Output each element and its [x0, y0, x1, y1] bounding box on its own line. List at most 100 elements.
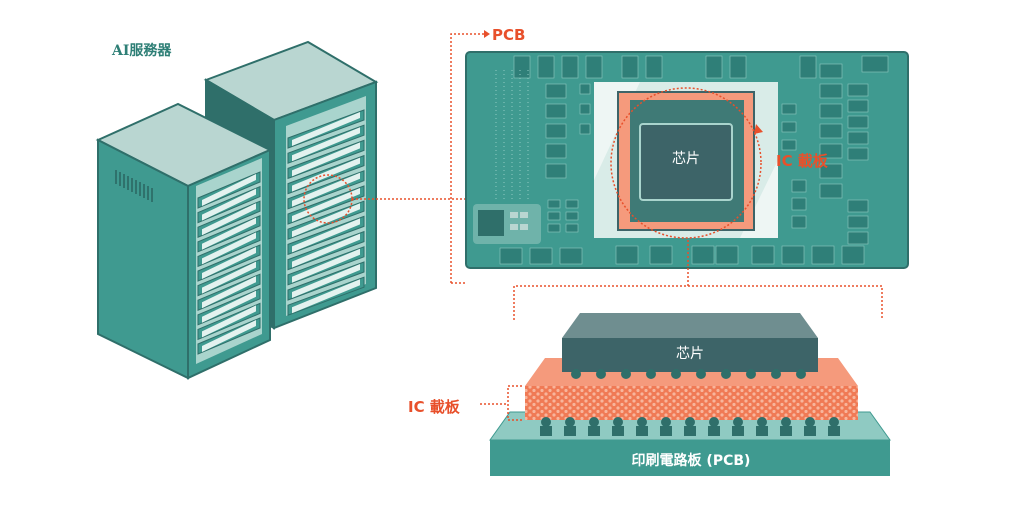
server-slot-face [292, 142, 360, 177]
solder-ball [685, 417, 695, 427]
chip-top [639, 123, 733, 201]
pcb-component [819, 63, 843, 79]
pcb-pad [588, 426, 600, 436]
pcb-component [819, 123, 843, 139]
pcb-component [715, 245, 739, 265]
pcb-component [585, 55, 603, 79]
chip-bottom [562, 338, 818, 372]
pcb-component [861, 55, 889, 73]
ic-substrate-label-top: IC 載板 [776, 152, 828, 170]
pcb-component [691, 245, 715, 265]
solder-ball [781, 417, 791, 427]
pcb-pads [540, 426, 840, 436]
server-title: AI服務器 [112, 43, 172, 59]
pcb-component [819, 183, 843, 199]
pcb-component [811, 245, 835, 265]
server-slot-face [202, 320, 256, 352]
pcb-component [705, 55, 723, 79]
solder-ball [746, 369, 756, 379]
solder-ball [709, 417, 719, 427]
pcb-component [791, 215, 807, 229]
server-slot-face [292, 127, 360, 162]
server-rack-front [95, 102, 273, 380]
cross-section [480, 313, 891, 476]
pcb-pad [732, 426, 744, 436]
pcb-board [465, 51, 909, 269]
pcb-component [537, 55, 555, 79]
pcb-component [847, 147, 869, 161]
solder-ball [541, 417, 551, 427]
pcb-bracket [450, 33, 484, 284]
solder-ball [596, 369, 606, 379]
pcb-component [841, 245, 865, 265]
solder-ball [613, 417, 623, 427]
solder-ball [829, 417, 839, 427]
pcb-component [847, 99, 869, 113]
solder-ball [721, 369, 731, 379]
ic-substrate-label-bottom: IC 載板 [408, 398, 460, 416]
server-slot-face [292, 172, 360, 207]
pcb-pad [804, 426, 816, 436]
pcb-pad [612, 426, 624, 436]
pcb-pad [564, 426, 576, 436]
server-slot-face [202, 188, 256, 221]
pcb-component [791, 197, 807, 211]
pcb-component [547, 211, 561, 221]
chip-label-bottom: 芯片 [676, 346, 704, 362]
chip-solder-balls [571, 369, 806, 379]
rack-front-slots [197, 171, 261, 355]
pcb-pad [756, 426, 768, 436]
pcb-component [559, 247, 583, 265]
server-slot-face [292, 248, 360, 283]
pcb-component [545, 103, 567, 119]
pcb-label-bottom: 印刷電路板 (PCB) [631, 453, 751, 469]
pcb-component [819, 83, 843, 99]
pcb-base [490, 440, 890, 476]
solder-ball [621, 369, 631, 379]
pcb-component [847, 115, 869, 129]
pcb-pad [540, 426, 552, 436]
server-slot-face [292, 233, 360, 268]
server-slot-face [292, 112, 360, 146]
pcb-component [513, 55, 531, 79]
pcb-component [565, 211, 579, 221]
solder-ball [565, 417, 575, 427]
server-slot-face [292, 218, 360, 253]
ic-substrate-bottom [525, 386, 858, 420]
pcb-component [819, 163, 843, 179]
pcb-component [579, 123, 591, 135]
pcb-component [847, 131, 869, 145]
pcb-component [529, 247, 553, 265]
pcb-component [847, 199, 869, 213]
server-slot-face [202, 217, 256, 250]
pcb-component [547, 223, 561, 233]
pcb-components [499, 55, 889, 265]
pcb-component [847, 231, 869, 245]
solder-ball [589, 417, 599, 427]
pcb-component [847, 83, 869, 97]
solder-ball [696, 369, 706, 379]
solder-ball [771, 369, 781, 379]
substrate-solder-balls [541, 417, 839, 427]
pcb-component [545, 143, 567, 159]
pcb-arrow-icon [484, 30, 490, 38]
cross-section-bracket [513, 240, 883, 320]
server-slot-face [202, 276, 256, 309]
solder-ball [757, 417, 767, 427]
pcb-component [615, 245, 639, 265]
server-slot-face [202, 305, 256, 338]
pcb-component [579, 103, 591, 115]
pcb-component [547, 199, 561, 209]
pcb-component [561, 55, 579, 79]
solder-ball [571, 369, 581, 379]
server-slot-face [292, 188, 360, 222]
pcb-pad [828, 426, 840, 436]
server-slot-face [202, 290, 256, 323]
pcb-title: PCB [492, 26, 526, 44]
pcb-component [645, 55, 663, 79]
pcb-component [819, 103, 843, 119]
solder-ball [637, 417, 647, 427]
server-slot-face [292, 203, 360, 238]
solder-ball [805, 417, 815, 427]
